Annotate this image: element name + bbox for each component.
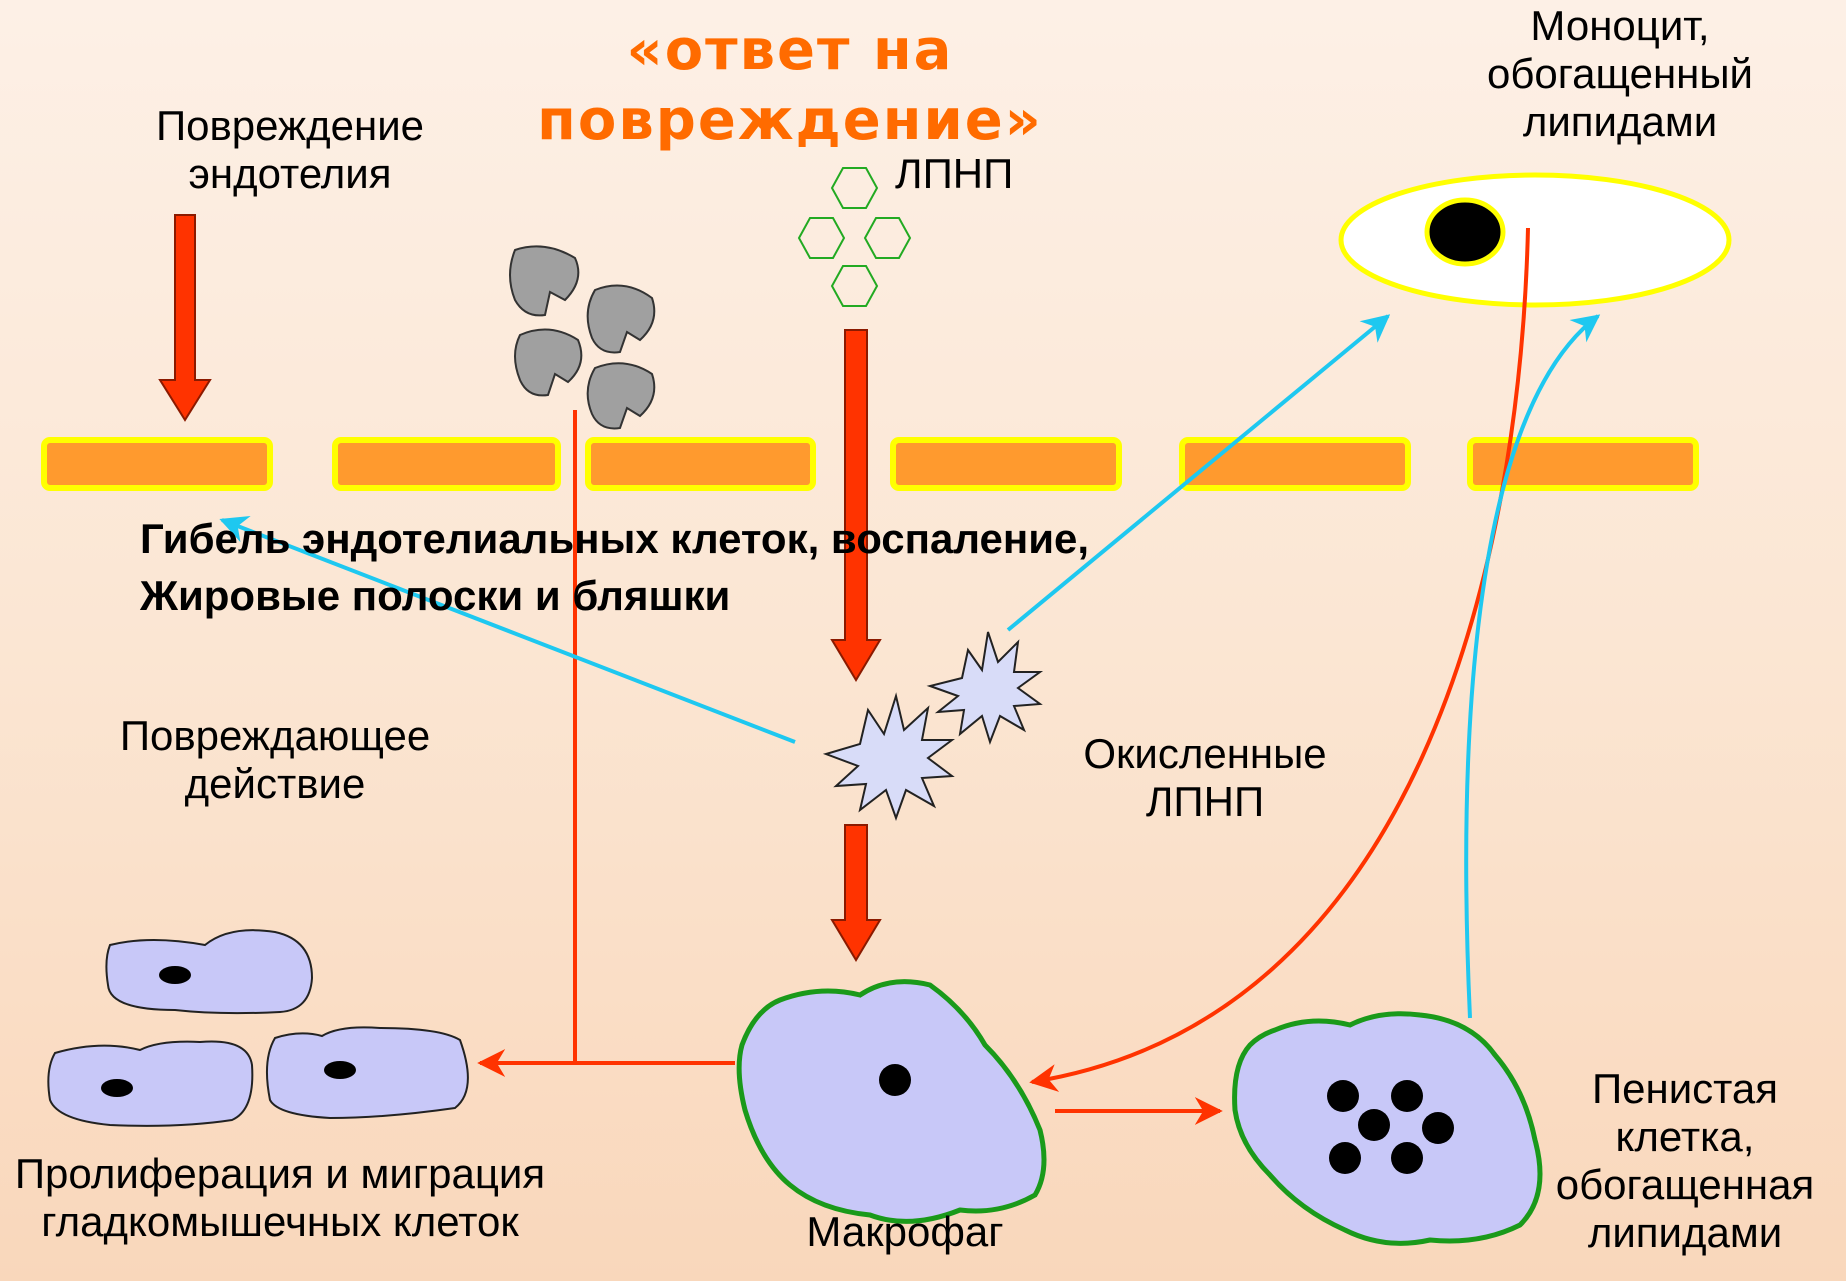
smc-nucleus	[101, 1079, 133, 1097]
smc-nucleus	[324, 1061, 356, 1079]
ldl-hexagon	[865, 218, 910, 258]
ldl-hexagon	[799, 218, 844, 258]
platelet-shape	[515, 330, 581, 396]
oxidized-ldl-star	[930, 632, 1040, 742]
label-damaging-action: Повреждающее действие	[90, 712, 460, 808]
macrophage-cell	[739, 982, 1044, 1222]
label-monocyte: Моноцит, обогащенный липидами	[1420, 2, 1820, 146]
macrophage-nucleus	[879, 1064, 911, 1096]
endothelium-layer	[44, 440, 1696, 488]
label-result-line1: Гибель эндотелиальных клеток, воспаление…	[140, 515, 1340, 563]
label-foam-cell: Пенистая клетка, обогащенная липидами	[1525, 1065, 1845, 1257]
label-ldl: ЛПНП	[895, 150, 1075, 198]
foam-to-monocyte-arrow	[1466, 316, 1598, 1018]
lipid-droplet	[1391, 1142, 1423, 1174]
label-oxidized-ldl: Окисленные ЛПНП	[1030, 730, 1380, 826]
label-macrophage: Макрофаг	[770, 1208, 1040, 1256]
platelet-shape	[588, 286, 655, 353]
monocyte-nucleus	[1427, 200, 1503, 264]
smc-cell	[48, 1041, 252, 1125]
label-smc: Пролиферация и миграция гладкомышечных к…	[0, 1150, 560, 1246]
label-result-line2: Жировые полоски и бляшки	[140, 572, 1040, 620]
endothelial-cell	[1182, 440, 1408, 488]
lipid-droplet	[1358, 1109, 1390, 1141]
platelet-shape	[588, 363, 655, 428]
oxidized-ldl-star	[826, 696, 952, 818]
smooth-muscle-cells	[48, 930, 468, 1126]
lipid-droplet	[1391, 1080, 1423, 1112]
smc-cell	[267, 1027, 468, 1118]
monocyte-to-macrophage-arrow	[1032, 228, 1528, 1082]
endothelial-cell	[588, 440, 813, 488]
endothelial-cell	[335, 440, 558, 488]
monocyte-cell	[1341, 175, 1729, 305]
ldl-hexagon	[832, 168, 877, 208]
ldl-particles	[799, 168, 910, 306]
smc-nucleus	[159, 966, 191, 984]
lipid-droplet	[1327, 1080, 1359, 1112]
smc-cell	[106, 930, 312, 1013]
endothelial-cell	[44, 440, 270, 488]
platelet-shape	[510, 246, 578, 315]
ldl-hexagon	[832, 266, 877, 306]
platelets	[510, 246, 654, 428]
oxldl-arrow	[832, 825, 880, 960]
ldl-arrow	[832, 330, 880, 680]
endothelial-cell	[893, 440, 1119, 488]
damage-arrow	[160, 215, 210, 420]
diagram-title: «ответ на повреждение»	[380, 16, 1200, 156]
lipid-droplet	[1329, 1142, 1361, 1174]
label-endothelial-damage: Повреждение эндотелия	[110, 102, 470, 198]
lipid-droplet	[1422, 1112, 1454, 1144]
